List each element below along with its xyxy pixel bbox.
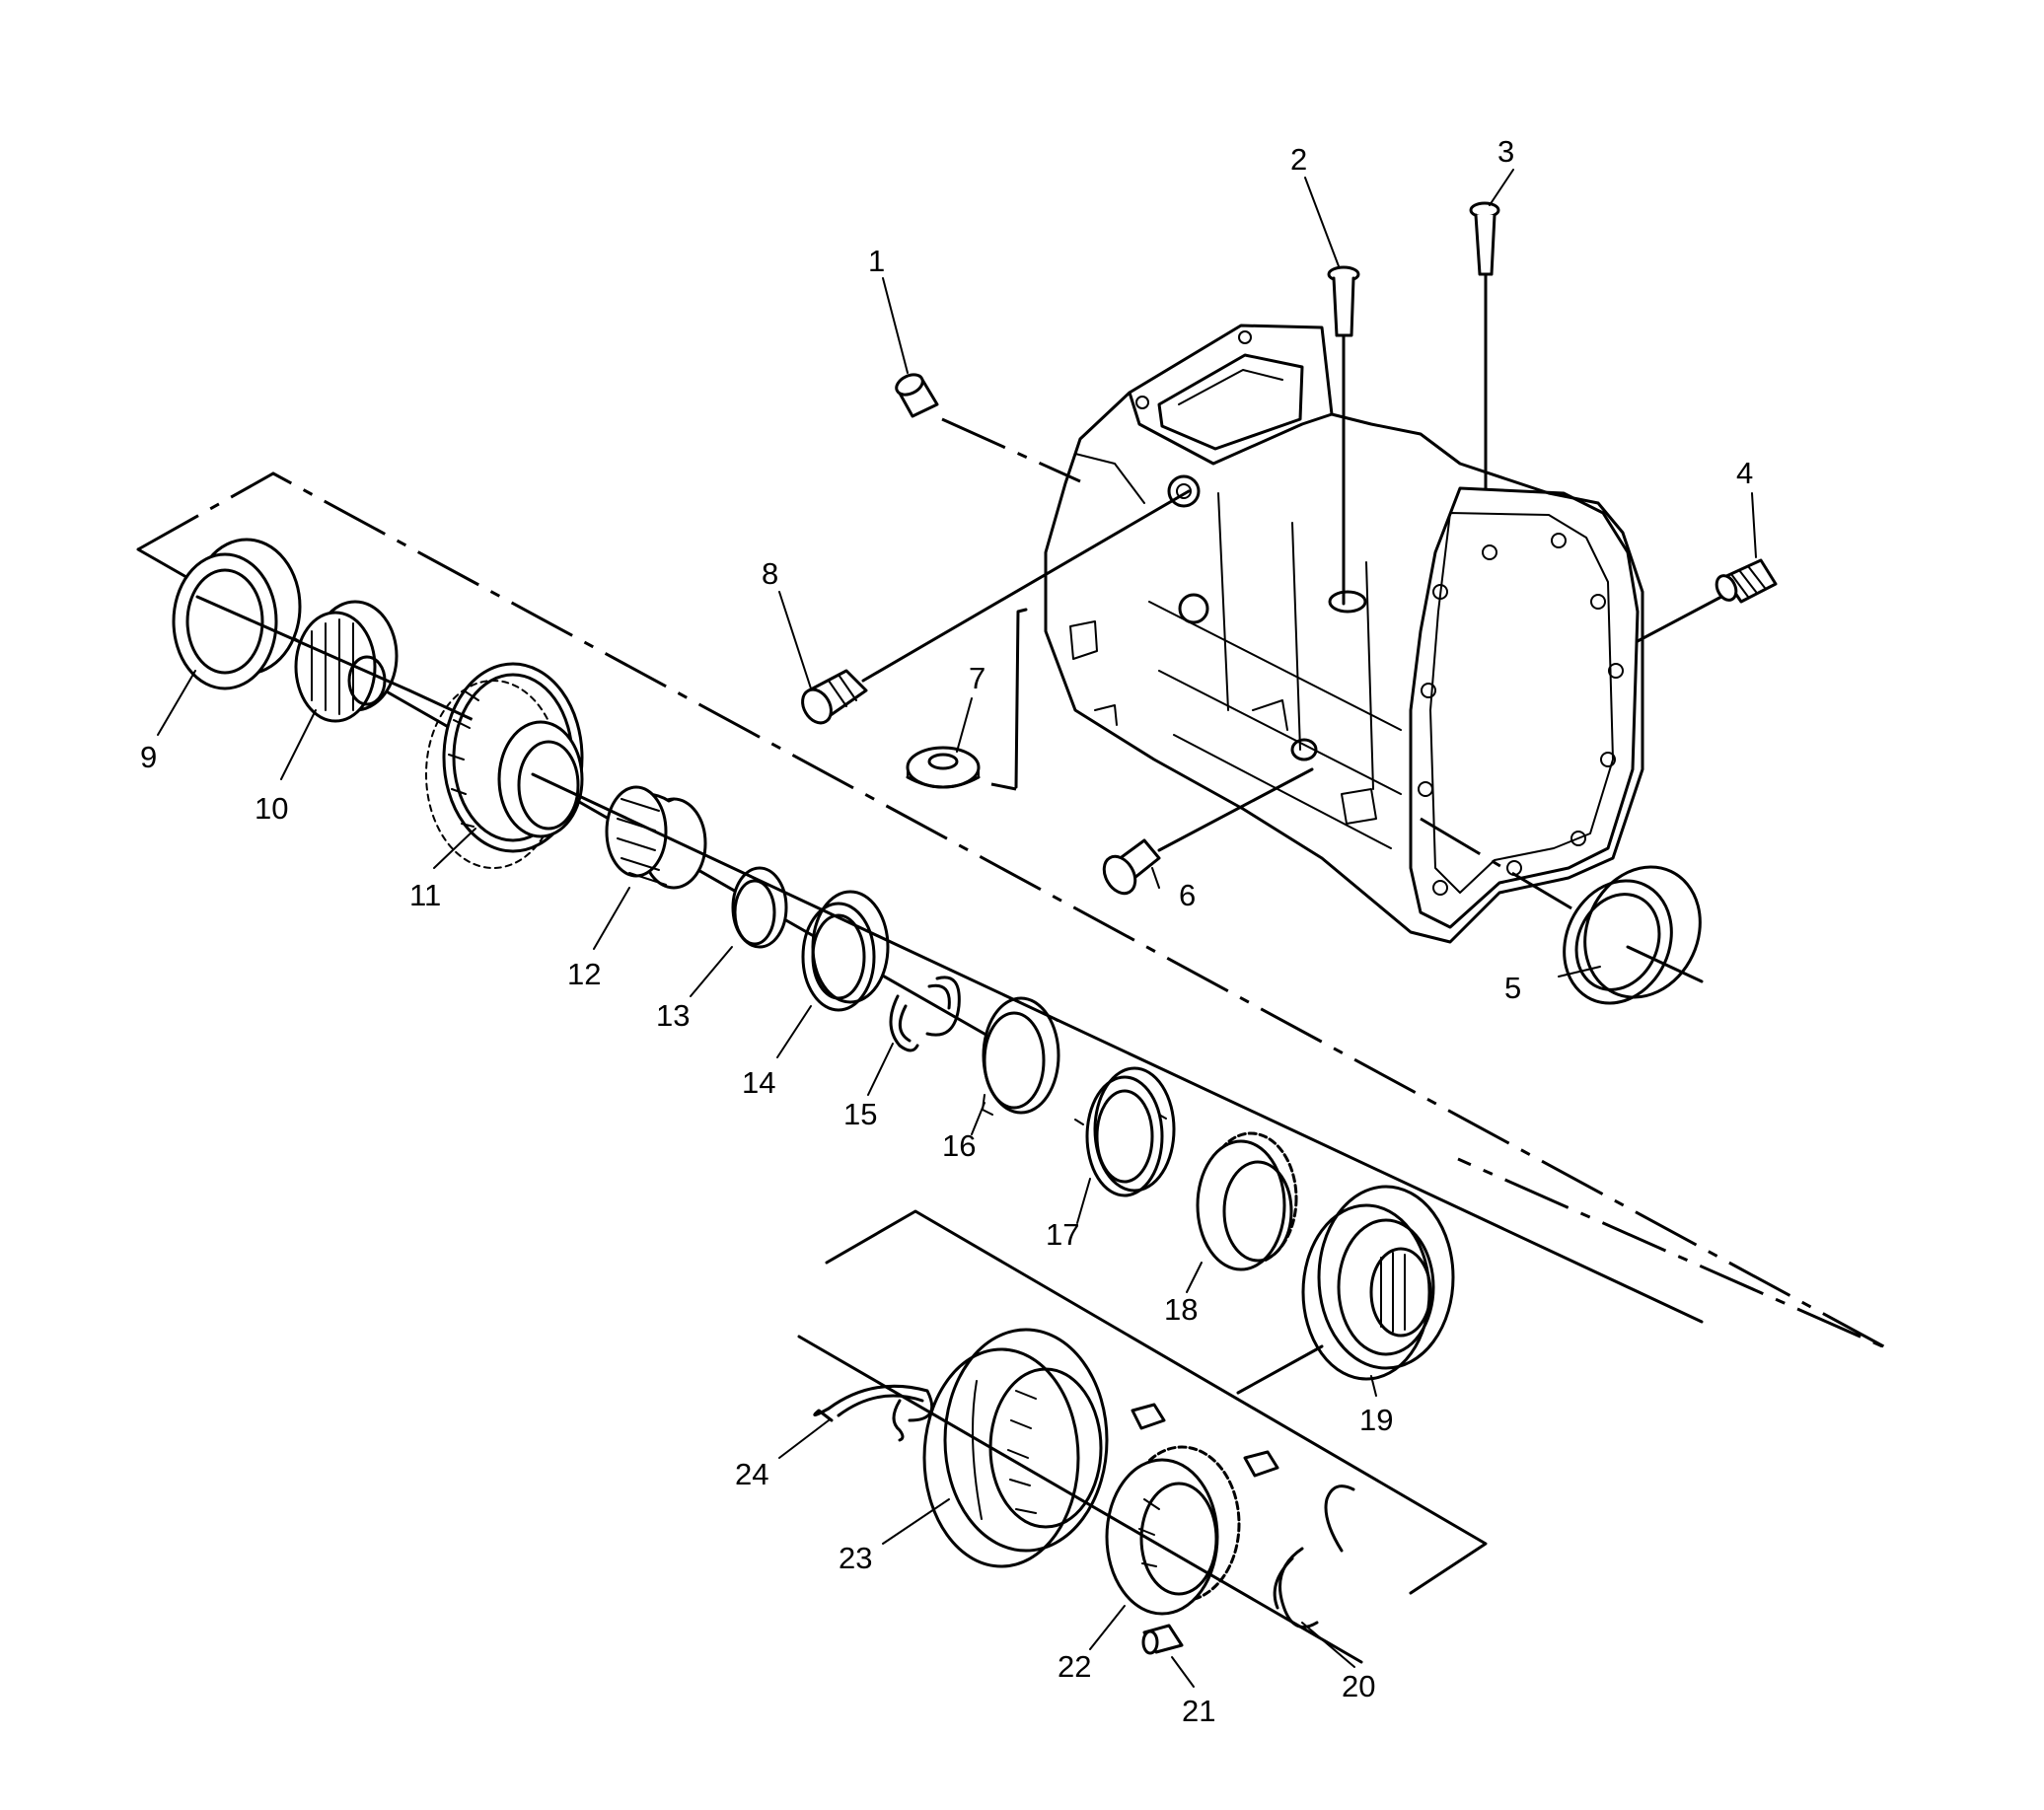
part-21-key: [1141, 1624, 1184, 1655]
callout-3: 3: [1497, 134, 1514, 169]
lower-group-bracket: [825, 1209, 1488, 1595]
callout-23: 23: [839, 1541, 872, 1575]
callout-7: 7: [969, 661, 986, 695]
callout-5: 5: [1504, 971, 1521, 1005]
part-5-seal: [1420, 817, 1704, 1005]
part-15-split-ring: [889, 976, 961, 1052]
part-11-helical-gear: [425, 662, 584, 869]
part-19-hub: [1301, 1185, 1455, 1381]
part-9-bearing-cup: [172, 538, 302, 690]
callout-18: 18: [1164, 1292, 1198, 1327]
axis-lines: [195, 595, 1704, 1664]
part-24-clip: [813, 1384, 933, 1442]
callout-21: 21: [1182, 1694, 1215, 1728]
callout-11: 11: [409, 878, 441, 912]
transmission-case: [1044, 324, 1644, 944]
part-2-bolt: [1327, 265, 1360, 606]
part-1-dowel-pin: [895, 373, 1081, 483]
callout-labels: 1 2 3 4 5 6 7 8 9 10 11 12 13 14 15 16 1…: [140, 134, 1753, 1728]
leader-lines: [157, 169, 1757, 1688]
part-22-hub-gear: [1105, 1403, 1279, 1616]
callout-22: 22: [1058, 1649, 1091, 1684]
part-6-switch: [1102, 767, 1314, 896]
callout-16: 16: [942, 1128, 976, 1163]
part-10-tapered-bearing: [294, 600, 399, 723]
callout-20: 20: [1342, 1669, 1375, 1703]
part-4-plug: [1636, 558, 1778, 643]
callout-19: 19: [1359, 1403, 1393, 1437]
callout-13: 13: [656, 998, 690, 1033]
part-18-clutch-gear: [1196, 1131, 1298, 1271]
part-20-clip: [1273, 1484, 1355, 1629]
part-14-ring: [801, 890, 890, 1012]
callout-1: 1: [868, 244, 885, 278]
callout-14: 14: [742, 1065, 775, 1100]
callout-10: 10: [255, 791, 288, 826]
callout-9: 9: [140, 740, 157, 774]
part-23-sleeve: [922, 1328, 1109, 1568]
callout-17: 17: [1046, 1217, 1079, 1252]
callout-15: 15: [843, 1097, 877, 1131]
part-3-bolt: [1469, 201, 1500, 490]
callout-2: 2: [1290, 142, 1307, 177]
callout-8: 8: [762, 556, 778, 591]
callout-12: 12: [567, 957, 601, 991]
callout-6: 6: [1179, 878, 1196, 912]
callout-24: 24: [735, 1457, 768, 1491]
callout-4: 4: [1736, 456, 1753, 490]
part-17-synchro-cone: [1074, 1066, 1176, 1197]
part-12-needle-bearing: [605, 785, 707, 890]
part-7-washer: [906, 608, 1028, 791]
part-8-plug: [801, 489, 1191, 725]
